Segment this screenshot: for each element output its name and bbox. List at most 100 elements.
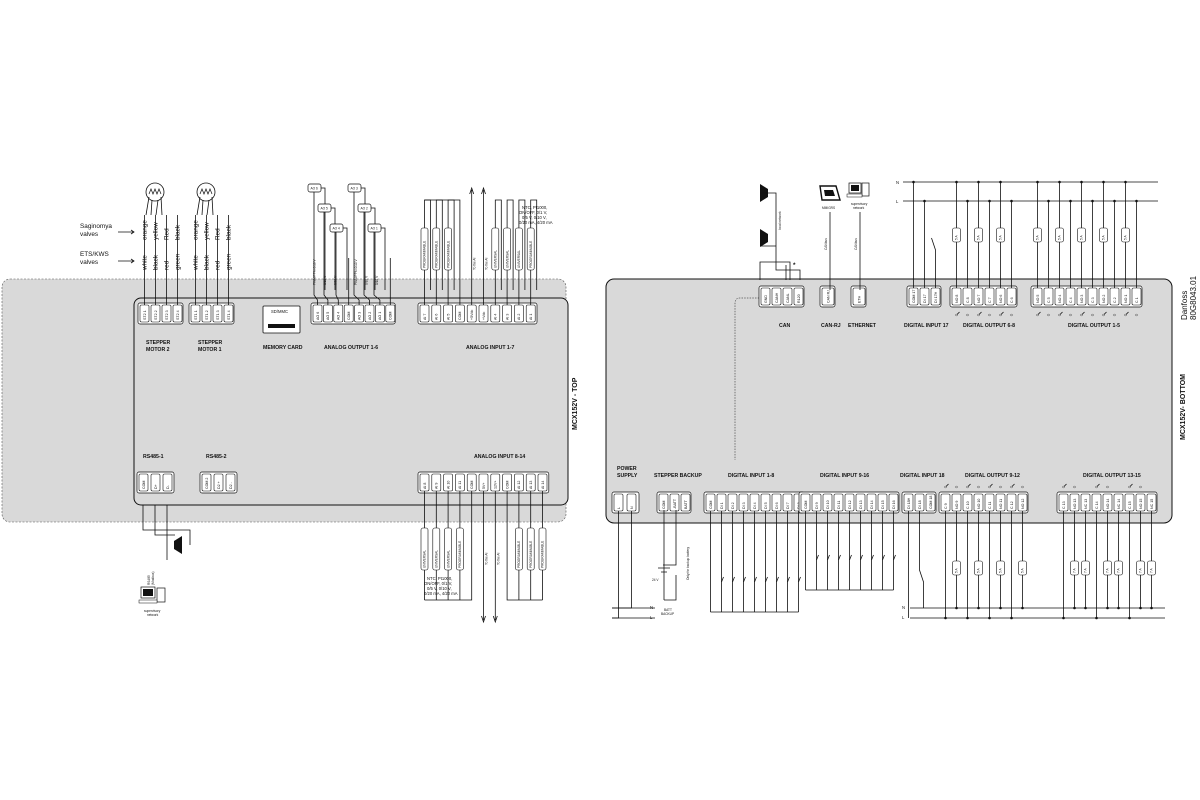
do15-terminal[interactable]: NO 2 — [1098, 287, 1109, 306]
di18-terminal[interactable]: COM — [705, 493, 716, 512]
ai-bottom-terminal[interactable]: COM — [466, 473, 477, 492]
do15-terminal[interactable]: C 4 — [1065, 287, 1076, 306]
ao-terminal[interactable]: AO 2 — [364, 304, 375, 323]
do68-terminal[interactable]: NO 6 — [995, 287, 1006, 306]
do15-terminal[interactable]: C 5 — [1043, 287, 1054, 306]
stepper-backup-terminal[interactable]: COM — [658, 493, 669, 512]
can-terminal[interactable]: CANL — [782, 287, 793, 306]
do68-terminal[interactable]: C 8 — [962, 287, 973, 306]
di17-terminal[interactable]: COM 17 — [908, 287, 919, 306]
stepper1-terminal[interactable]: ST1 3 — [212, 304, 223, 323]
do68-terminal[interactable]: NO 7 — [973, 287, 984, 306]
di18-terminal[interactable]: DI 6 — [771, 493, 782, 512]
ao-terminal[interactable]: COM — [385, 304, 396, 323]
rs485-1-terminal[interactable]: COM — [138, 473, 149, 492]
do912-terminal[interactable]: C 9 — [940, 493, 951, 512]
rs485-1-terminal[interactable]: D+ — [150, 473, 161, 492]
do68-terminal[interactable]: C 6 — [1006, 287, 1017, 306]
can-terminal[interactable]: CANH — [771, 287, 782, 306]
ai-top-terminal[interactable]: AI 4 — [490, 304, 501, 323]
ao-terminal[interactable]: AO 6 — [312, 304, 323, 323]
do1315-terminal[interactable]: NO 14 — [1102, 493, 1113, 512]
stepper2-terminal[interactable]: ST2 4 — [172, 304, 183, 323]
do15-terminal[interactable]: C 2 — [1109, 287, 1120, 306]
rs485-2-terminal[interactable]: D2 + — [213, 473, 224, 492]
do1315-terminal[interactable]: NC 15 — [1146, 493, 1157, 512]
memory-card-slot[interactable]: SD/MMC — [262, 305, 301, 334]
ai-top-terminal[interactable]: AI 7 — [419, 304, 430, 323]
ai-top-terminal[interactable]: AI 3 — [502, 304, 512, 323]
power-terminal[interactable]: L — [613, 493, 624, 512]
ai-top-terminal[interactable]: AI 6 — [431, 304, 442, 323]
stepper1-terminal[interactable]: ST1 1 — [190, 304, 201, 323]
ai-bottom-terminal[interactable]: AI 9 — [431, 473, 442, 492]
ao-terminal[interactable]: AO 4 — [333, 304, 344, 323]
di916-terminal[interactable]: DI 13 — [855, 493, 866, 512]
ao-terminal[interactable]: COM — [343, 304, 354, 323]
do912-terminal[interactable]: NO 10 — [973, 493, 984, 512]
do15-terminal[interactable]: C 3 — [1087, 287, 1098, 306]
do1315-terminal[interactable]: C 14 — [1091, 493, 1102, 512]
rs485-2-terminal[interactable]: D2 - — [225, 473, 236, 492]
stepper2-terminal[interactable]: ST2 1 — [139, 304, 150, 323]
di17-terminal[interactable]: DI 17 — [919, 287, 930, 306]
stepper1-terminal[interactable]: ST1 2 — [201, 304, 212, 323]
di18-terminal[interactable]: DI 5 — [760, 493, 771, 512]
di916-terminal[interactable]: COM — [800, 493, 811, 512]
ai-bottom-terminal[interactable]: 5V+ — [478, 473, 489, 492]
stepper1-terminal[interactable]: ST1 4 — [223, 304, 234, 323]
ai-bottom-terminal[interactable]: COM — [502, 473, 512, 492]
do912-terminal[interactable]: C 12 — [1006, 493, 1017, 512]
di17-terminal[interactable]: DI 17H — [930, 287, 941, 306]
do1315-terminal[interactable]: NO 13 — [1069, 493, 1080, 512]
stepper2-terminal[interactable]: ST2 2 — [150, 304, 161, 323]
ai-bottom-terminal[interactable]: 12V+ — [490, 473, 501, 492]
ai-top-terminal[interactable]: AI 2 — [514, 304, 524, 323]
do912-terminal[interactable]: C 10 — [962, 493, 973, 512]
do912-terminal[interactable]: NO 11 — [995, 493, 1006, 512]
stepper2-terminal[interactable]: ST2 3 — [161, 304, 172, 323]
ao-terminal[interactable]: AO 3 — [354, 304, 364, 323]
di18-terminal[interactable]: DI 4 — [749, 493, 760, 512]
di916-terminal[interactable]: DI 10 — [822, 493, 833, 512]
do15-terminal[interactable]: NO 3 — [1076, 287, 1087, 306]
can-terminal[interactable]: GND — [760, 287, 771, 306]
do1315-terminal[interactable]: NO 15 — [1135, 493, 1146, 512]
ai-top-terminal[interactable]: AI 1 — [525, 304, 536, 323]
do15-terminal[interactable]: NO 1 — [1120, 287, 1131, 306]
ao-terminal[interactable]: AO 1 — [375, 304, 385, 323]
do912-terminal[interactable]: NO 12 — [1017, 493, 1028, 512]
di916-terminal[interactable]: DI 16 — [888, 493, 899, 512]
di18b-terminal[interactable]: DI 18H — [903, 493, 914, 512]
do15-terminal[interactable]: NO 4 — [1054, 287, 1065, 306]
di916-terminal[interactable]: DI 15 — [877, 493, 888, 512]
can-terminal[interactable]: R120 — [793, 287, 804, 306]
do68-terminal[interactable]: NO 8 — [951, 287, 962, 306]
do15-terminal[interactable]: C 1 — [1131, 287, 1142, 306]
rs485-2-terminal[interactable]: COM 2 — [201, 473, 212, 492]
di916-terminal[interactable]: DI 9 — [811, 493, 822, 512]
eth-terminal[interactable]: ETH — [852, 287, 866, 306]
di18-terminal[interactable]: DI 3 — [738, 493, 749, 512]
power-terminal[interactable]: N — [626, 493, 637, 512]
di18-terminal[interactable]: DI 7 — [782, 493, 793, 512]
do1315-terminal[interactable]: C 13 — [1058, 493, 1069, 512]
rs485-1-terminal[interactable]: D- — [162, 473, 173, 492]
di18-terminal[interactable]: DI 2 — [727, 493, 738, 512]
ai-top-terminal[interactable]: +5Vdc — [466, 304, 477, 323]
ai-top-terminal[interactable]: +Vdc — [478, 304, 489, 323]
ai-bottom-terminal[interactable]: AI 12 — [514, 473, 524, 492]
di18-terminal[interactable]: DI 1 — [716, 493, 727, 512]
di916-terminal[interactable]: DI 14 — [866, 493, 877, 512]
di916-terminal[interactable]: DI 11 — [833, 493, 844, 512]
do1315-terminal[interactable]: NC 14 — [1113, 493, 1124, 512]
ai-bottom-terminal[interactable]: AI 10 — [443, 473, 453, 492]
ai-bottom-terminal[interactable]: AI 8 — [419, 473, 430, 492]
do912-terminal[interactable]: C 11 — [984, 493, 995, 512]
ai-bottom-terminal[interactable]: AI 14 — [537, 473, 548, 492]
di916-terminal[interactable]: DI 12 — [844, 493, 855, 512]
di18b-terminal[interactable]: COM 18 — [925, 493, 936, 512]
ai-bottom-terminal[interactable]: AI 13 — [525, 473, 536, 492]
stepper-backup-terminal[interactable]: -BATT — [669, 493, 680, 512]
ai-top-terminal[interactable]: AI 5 — [443, 304, 453, 323]
